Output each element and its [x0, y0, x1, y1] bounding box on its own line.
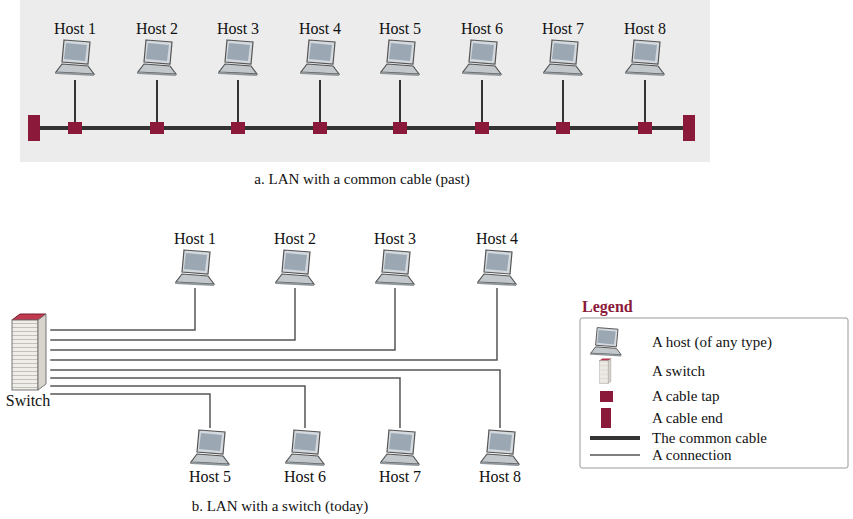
laptop-icon	[379, 38, 421, 78]
laptop-icon	[136, 38, 178, 78]
connection-line	[50, 288, 497, 360]
node-label: Host 4	[476, 230, 518, 248]
host-node: Host 7	[542, 20, 584, 78]
host-node: Host 1	[54, 20, 96, 78]
laptop-icon	[299, 38, 341, 78]
common-cable	[38, 126, 684, 130]
connection-line	[50, 378, 400, 428]
host-node: Host 5	[189, 428, 231, 486]
node-label: Host 6	[284, 468, 326, 486]
laptop-icon	[189, 428, 231, 468]
host-node: Host 7	[379, 428, 421, 486]
laptop-icon	[624, 38, 666, 78]
legend-cable-sample	[590, 436, 640, 440]
node-label: Host 4	[299, 20, 341, 38]
host-node: Host 4	[299, 20, 341, 78]
host-node: Host 2	[136, 20, 178, 78]
cable-taps	[68, 122, 652, 134]
node-label: Host 7	[379, 468, 421, 486]
legend-text: A host (of any type)	[652, 334, 772, 350]
legend-text: A connection	[652, 447, 732, 463]
connection-line	[50, 370, 500, 428]
host-node: Host 3	[217, 20, 259, 78]
laptop-icon	[284, 428, 326, 468]
connection-line	[50, 288, 395, 350]
node-label: Host 1	[54, 20, 96, 38]
connection-line	[50, 394, 210, 428]
host-node: Host 5	[379, 20, 421, 78]
laptop-icon	[542, 38, 584, 78]
node-label: Host 5	[379, 20, 421, 38]
host-node: Host 4	[476, 230, 518, 288]
node-label: Host 3	[374, 230, 416, 248]
node-label: Host 8	[479, 468, 521, 486]
node-label: Host 1	[174, 230, 216, 248]
laptop-icon	[54, 38, 96, 78]
legend-tap-sample	[600, 391, 613, 402]
legend-box	[580, 318, 848, 468]
node-label: Host 8	[624, 20, 666, 38]
laptop-icon	[217, 38, 259, 78]
node-label: Switch	[6, 392, 50, 410]
host-node: Host 3	[374, 230, 416, 288]
laptop-icon	[479, 428, 521, 468]
caption-text: b. LAN with a switch (today)	[192, 497, 369, 515]
host-node: Host 2	[274, 230, 316, 288]
connection-line	[50, 386, 305, 428]
node-label: Host 2	[274, 230, 316, 248]
legend-host-sample	[591, 328, 621, 357]
laptop-icon	[379, 428, 421, 468]
laptop-icon	[274, 248, 316, 288]
laptop-icon	[461, 38, 503, 78]
connection-line	[50, 288, 195, 330]
laptop-icon	[374, 248, 416, 288]
host-node: Host 8	[624, 20, 666, 78]
connection-line	[50, 288, 295, 340]
connection-layer	[50, 288, 500, 428]
cable-ends	[28, 115, 695, 141]
legend-end-sample	[601, 408, 611, 428]
node-label: Host 2	[136, 20, 178, 38]
laptop-icon	[174, 248, 216, 288]
node-label: Host 7	[542, 20, 584, 38]
switch-node: Switch	[6, 312, 50, 410]
legend-text: A cable tap	[652, 388, 719, 404]
legend-text: A switch	[652, 363, 705, 379]
legend-text: A cable end	[652, 410, 723, 426]
node-label: Host 6	[461, 20, 503, 38]
host-node: Host 1	[174, 230, 216, 288]
panel-background	[20, 0, 710, 162]
legend-connection-sample	[590, 454, 640, 456]
node-label: Host 5	[189, 468, 231, 486]
node-label: Host 3	[217, 20, 259, 38]
host-node: Host 6	[461, 20, 503, 78]
host-node: Host 6	[284, 428, 326, 486]
host-node: Host 8	[479, 428, 521, 486]
caption-text: a. LAN with a common cable (past)	[254, 170, 469, 188]
legend-switch-sample	[600, 359, 611, 384]
tap-stubs	[75, 80, 645, 122]
legend-text: The common cable	[652, 430, 767, 446]
legend-title: Legend	[582, 298, 633, 316]
laptop-icon	[476, 248, 518, 288]
switch-icon	[8, 312, 48, 392]
